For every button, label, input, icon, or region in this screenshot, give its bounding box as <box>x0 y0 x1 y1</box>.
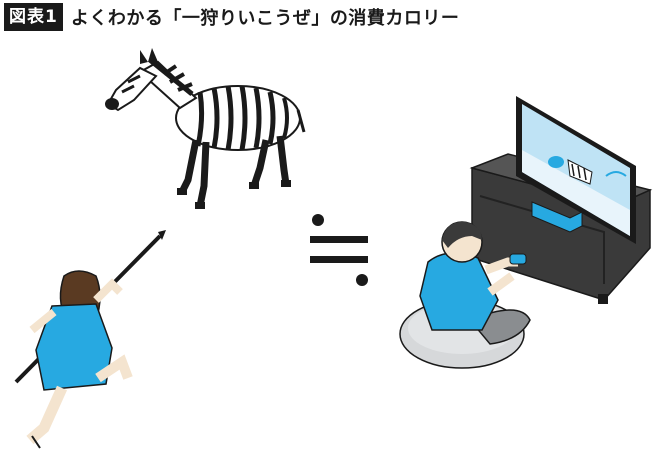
approximately-equal-symbol: ≒ <box>310 214 368 286</box>
tv-illustration <box>516 96 636 244</box>
approx-symbol-text: ≒ <box>339 252 340 254</box>
hunter-illustration <box>14 230 166 449</box>
figure-number-badge: 図表1 <box>4 3 63 31</box>
figure-title: よくわかる「一狩りいこうぜ」の消費カロリー <box>70 8 460 29</box>
zebra-illustration <box>105 48 306 209</box>
gamer-illustration <box>399 221 531 369</box>
figure-header: 図表1 よくわかる「一狩りいこうぜ」の消費カロリー <box>0 0 670 34</box>
